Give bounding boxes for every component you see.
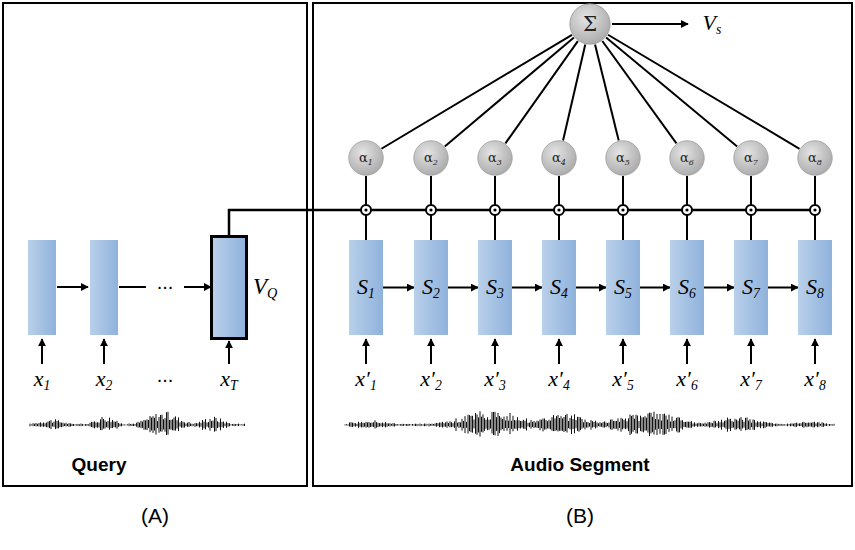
weight-label: α3 — [488, 150, 502, 167]
recurrent-arrow — [640, 287, 670, 289]
weight-label: α4 — [552, 150, 566, 167]
ellipsis: ... — [157, 271, 174, 294]
output-arrow — [612, 23, 688, 25]
query-vector-wire — [229, 210, 815, 235]
hidden-state-box — [28, 240, 56, 335]
attention-weight: α3 — [477, 140, 513, 176]
hidden-state-box: S5 — [606, 240, 640, 335]
weight-label: α2 — [424, 150, 438, 167]
vector-label: VQ — [253, 273, 277, 302]
recurrent-arrow — [704, 287, 734, 289]
panel-caption: Query — [72, 454, 127, 476]
attention-weight: α7 — [733, 140, 769, 176]
weight-label: α5 — [616, 150, 630, 167]
attention-line — [602, 41, 676, 143]
state-label: S4 — [550, 273, 568, 302]
recurrent-arrow — [184, 286, 211, 288]
hidden-state-box: S7 — [734, 240, 768, 335]
output-label: Vs — [703, 10, 722, 39]
input-label: x′5 — [612, 366, 633, 395]
panel-caption: Audio Segment — [510, 454, 649, 476]
input-arrows — [42, 339, 815, 364]
input-label: x′6 — [676, 366, 697, 395]
hidden-state-box: S1 — [349, 240, 383, 335]
sum-symbol: Σ — [583, 12, 597, 36]
hidden-state-box: S8 — [798, 240, 832, 335]
sum-node: Σ — [569, 3, 611, 45]
state-label: S6 — [678, 273, 696, 302]
attention-line — [381, 35, 572, 149]
attention-weight: α1 — [348, 140, 384, 176]
hidden-state-box: S4 — [542, 240, 576, 335]
input-label: x′3 — [484, 366, 505, 395]
input-label: x′7 — [740, 366, 761, 395]
ellipsis: ... — [157, 364, 174, 387]
attention-line — [505, 41, 577, 143]
state-label: S7 — [742, 273, 760, 302]
dot-product-symbol — [361, 205, 820, 215]
attention-line — [606, 37, 737, 146]
recurrent-arrow — [576, 287, 606, 289]
attention-weight: α2 — [413, 140, 449, 176]
hidden-state-box: S3 — [478, 240, 512, 335]
weight-label: α6 — [680, 150, 694, 167]
segment-waveform — [345, 411, 834, 436]
attention-weight: α8 — [797, 140, 833, 176]
attention-weight: α4 — [541, 140, 577, 176]
hidden-state-box — [90, 240, 118, 335]
state-label: S8 — [806, 273, 824, 302]
input-label: x′8 — [804, 366, 825, 395]
attention-line — [563, 44, 585, 140]
query-panel: Query VQ — [2, 2, 308, 487]
attention-weight: α6 — [669, 140, 705, 176]
state-label: S2 — [422, 273, 440, 302]
hidden-state-box: S2 — [414, 240, 448, 335]
query-vector-box: VQ — [213, 238, 245, 337]
dot-product-center — [364, 208, 816, 211]
hidden-state-box: S6 — [670, 240, 704, 335]
input-label: x1 — [34, 366, 51, 395]
weight-label: α7 — [744, 150, 758, 167]
weight-label: α1 — [359, 150, 373, 167]
weight-label: α8 — [808, 150, 822, 167]
state-label: S5 — [614, 273, 632, 302]
input-label: x′2 — [420, 366, 441, 395]
state-label: S3 — [486, 273, 504, 302]
recurrent-arrow — [512, 287, 542, 289]
input-label: x2 — [96, 366, 113, 395]
input-label: x′4 — [548, 366, 569, 395]
recurrent-arrow — [57, 286, 88, 288]
recurrent-arrow — [383, 287, 414, 289]
input-label: xT — [220, 366, 237, 395]
panel-tag: (B) — [566, 504, 594, 528]
attention-line — [445, 38, 574, 147]
query-waveform — [30, 412, 245, 435]
recurrent-arrow — [119, 286, 146, 288]
attention-line — [608, 35, 799, 149]
state-label: S1 — [357, 273, 375, 302]
input-label: x′1 — [355, 366, 376, 395]
recurrent-arrow — [448, 287, 478, 289]
panel-tag: (A) — [141, 504, 169, 528]
attention-weight: α5 — [605, 140, 641, 176]
segment-panel: Audio Segment Σα1 α2 α3 α4 α5 α6 α7 α8S1 S2 S3 S4 S5… — [312, 2, 853, 487]
recurrent-arrow — [768, 287, 798, 289]
